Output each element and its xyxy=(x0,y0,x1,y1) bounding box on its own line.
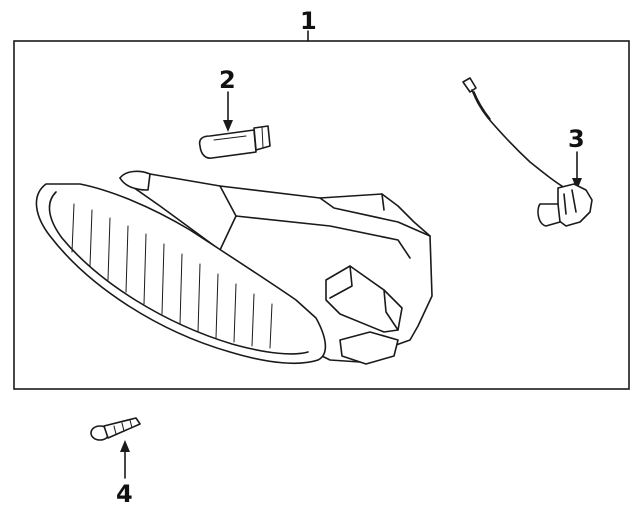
callout-4-label: 4 xyxy=(116,480,133,508)
callout-2-label: 2 xyxy=(219,66,236,94)
socket-harness-part[interactable] xyxy=(462,77,593,227)
callout-3[interactable]: 3 xyxy=(568,125,585,190)
lens-ribs xyxy=(71,203,273,349)
screw-part[interactable] xyxy=(90,417,141,441)
callout-1-label: 1 xyxy=(300,7,317,35)
callout-4[interactable]: 4 xyxy=(116,440,133,508)
bulb-part[interactable] xyxy=(198,125,271,159)
fog-lamp-assembly[interactable] xyxy=(35,170,433,365)
callout-1[interactable]: 1 xyxy=(300,7,317,42)
callout-3-label: 3 xyxy=(568,125,585,153)
callout-2[interactable]: 2 xyxy=(219,66,236,132)
assembly-frame xyxy=(13,40,630,390)
